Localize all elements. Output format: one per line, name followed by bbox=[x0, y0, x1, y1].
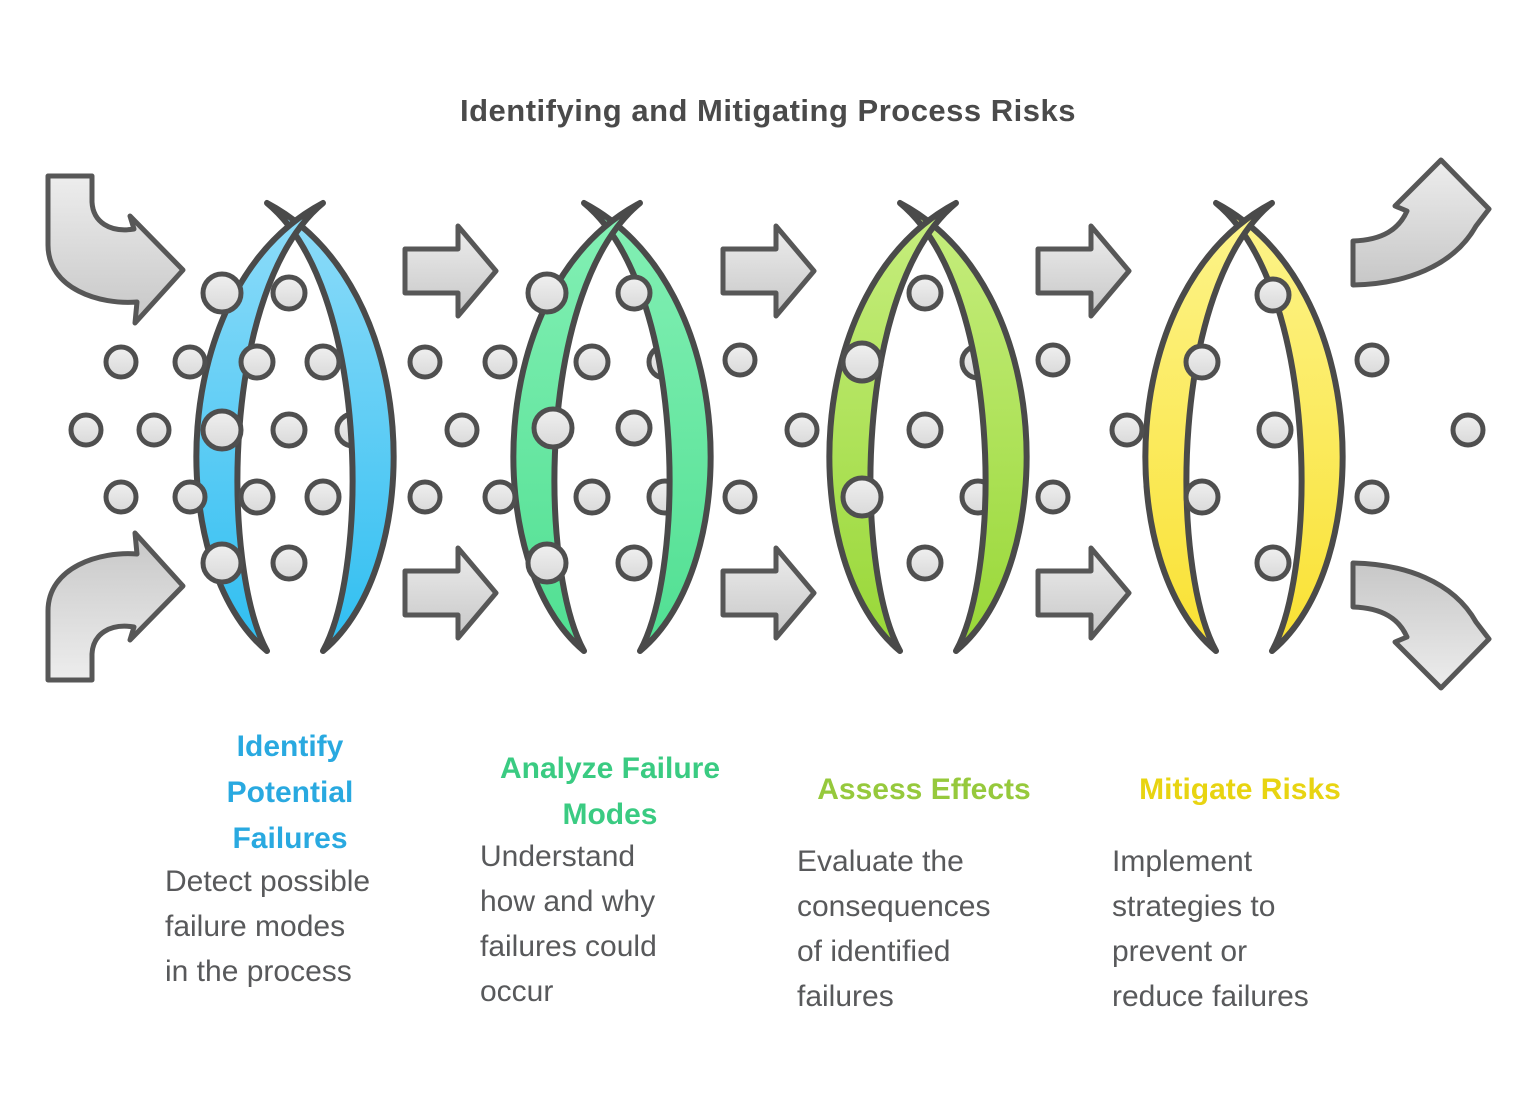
ring-back-band bbox=[581, 200, 714, 654]
ring-front-band bbox=[193, 200, 326, 654]
process-dot bbox=[906, 544, 944, 582]
step-heading-analyze-failure-modes: Analyze Failure Modes bbox=[499, 752, 721, 831]
process-dot bbox=[482, 479, 518, 515]
process-dot bbox=[444, 412, 480, 448]
process-dot bbox=[1354, 342, 1390, 378]
outflow-arrow-top-right-icon bbox=[1350, 157, 1492, 288]
process-dot bbox=[1256, 411, 1294, 449]
inflow-arrow-top-left-icon bbox=[45, 173, 186, 326]
ring-assess-effects bbox=[826, 200, 1030, 654]
process-dot bbox=[68, 412, 104, 448]
process-dot bbox=[482, 344, 518, 380]
ring-back-band bbox=[1213, 200, 1346, 654]
process-dot bbox=[103, 344, 139, 380]
process-dot bbox=[615, 544, 653, 582]
flow-arrow-icon bbox=[720, 223, 817, 319]
process-dot bbox=[407, 344, 443, 380]
ring-back-band bbox=[264, 200, 397, 654]
process-dot bbox=[1035, 479, 1071, 515]
process-dot bbox=[172, 344, 208, 380]
ring-back-band bbox=[897, 200, 1030, 654]
step-body-analyze-failure-modes: Understand how and why failures could oc… bbox=[480, 840, 657, 1008]
process-dot bbox=[238, 343, 276, 381]
diagram-title: Identifying and Mitigating Process Risks bbox=[460, 93, 1076, 128]
process-dot bbox=[1035, 342, 1071, 378]
process-dot bbox=[840, 340, 884, 384]
flow-arrow-icon bbox=[1035, 223, 1132, 319]
outflow-arrow-bottom-right-icon bbox=[1350, 560, 1492, 691]
process-dot bbox=[1183, 343, 1221, 381]
step-heading-mitigate-risks: Mitigate Risks bbox=[1139, 773, 1341, 806]
process-dot bbox=[270, 411, 308, 449]
process-dot bbox=[573, 478, 611, 516]
process-dot bbox=[615, 274, 653, 312]
process-dot bbox=[270, 544, 308, 582]
process-dot bbox=[172, 479, 208, 515]
process-dot bbox=[840, 475, 884, 519]
ring-front-band bbox=[1142, 200, 1275, 654]
step-heading-assess-effects: Assess Effects bbox=[817, 773, 1031, 806]
corner-arrows bbox=[45, 157, 1492, 691]
process-dot bbox=[200, 541, 244, 585]
process-dot bbox=[784, 412, 820, 448]
process-dot bbox=[200, 408, 244, 452]
step-body-mitigate-risks: Implement strategies to prevent or reduc… bbox=[1112, 845, 1309, 1013]
process-dots bbox=[68, 271, 1486, 585]
flow-arrows bbox=[402, 223, 1132, 641]
process-dot bbox=[722, 479, 758, 515]
process-dot bbox=[525, 271, 569, 315]
process-dot bbox=[136, 412, 172, 448]
process-dot bbox=[1254, 276, 1292, 314]
process-dot bbox=[304, 343, 342, 381]
process-dot bbox=[525, 541, 569, 585]
process-dot bbox=[615, 409, 653, 447]
process-dot bbox=[906, 274, 944, 312]
process-dot bbox=[906, 411, 944, 449]
process-dot bbox=[531, 406, 575, 450]
ring-front-band bbox=[826, 200, 959, 654]
process-dot bbox=[722, 342, 758, 378]
step-heading-identify-potential-failures: Identify Potential Failures bbox=[226, 730, 354, 855]
process-dot bbox=[1183, 478, 1221, 516]
process-dot bbox=[103, 479, 139, 515]
process-dot bbox=[1109, 412, 1145, 448]
process-dot bbox=[200, 271, 244, 315]
flow-arrow-icon bbox=[1035, 545, 1132, 641]
process-dot bbox=[1354, 479, 1390, 515]
flow-arrow-icon bbox=[402, 545, 499, 641]
process-dot bbox=[270, 274, 308, 312]
ring-identify-potential-failures bbox=[193, 200, 397, 654]
inflow-arrow-bottom-left-icon bbox=[45, 530, 186, 683]
flow-arrow-icon bbox=[720, 545, 817, 641]
process-dot bbox=[407, 479, 443, 515]
process-dot bbox=[238, 478, 276, 516]
process-dot bbox=[1254, 544, 1292, 582]
process-dot bbox=[304, 478, 342, 516]
ring-mitigate-risks bbox=[1142, 200, 1346, 654]
step-body-identify-potential-failures: Detect possible failure modes in the pro… bbox=[165, 865, 371, 988]
process-dot bbox=[573, 343, 611, 381]
flow-arrow-icon bbox=[402, 223, 499, 319]
process-dot bbox=[1450, 412, 1486, 448]
ring-front-band bbox=[510, 200, 643, 654]
step-body-assess-effects: Evaluate the consequences of identified … bbox=[797, 845, 991, 1013]
ring-analyze-failure-modes bbox=[510, 200, 714, 654]
